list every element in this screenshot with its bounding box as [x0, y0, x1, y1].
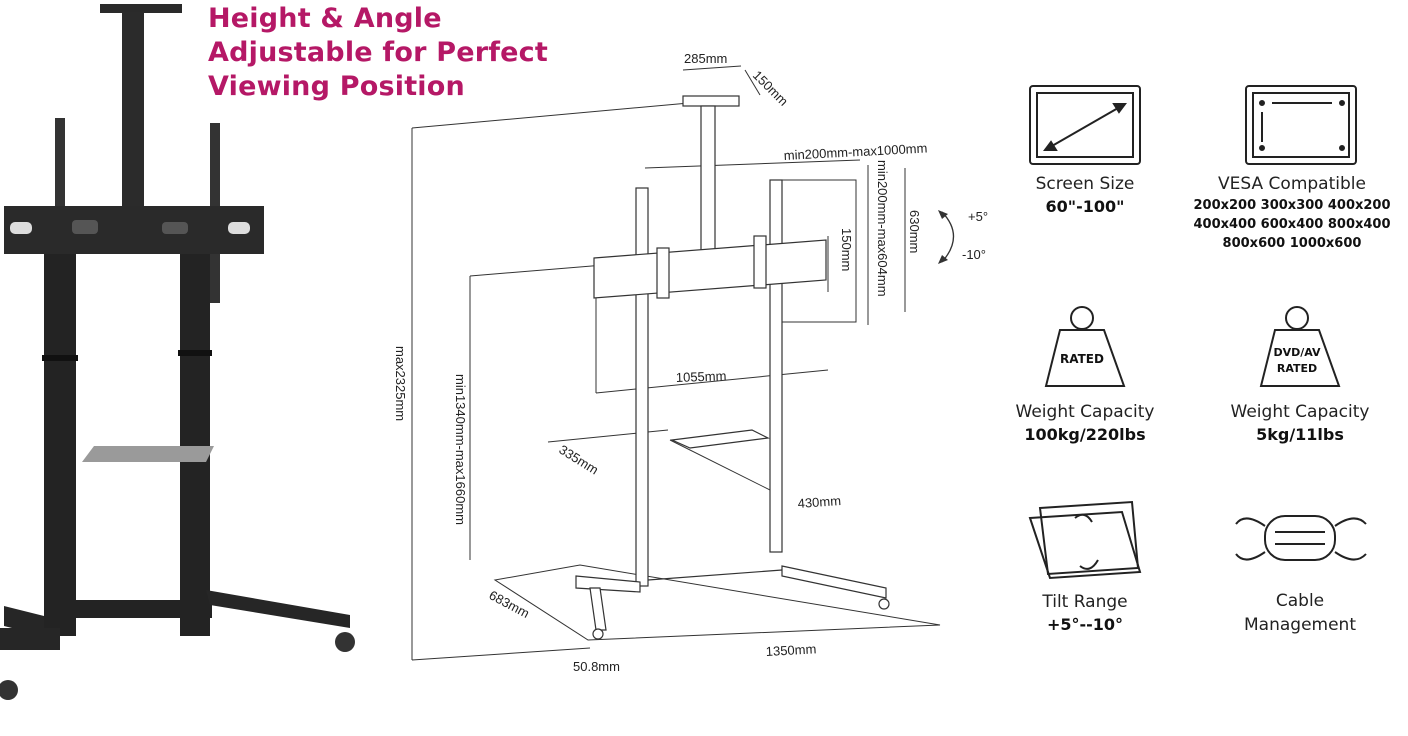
- feature-label: Screen Size: [1035, 174, 1135, 194]
- dim-total-height: max2325mm: [393, 346, 408, 421]
- weight-icon: [1259, 306, 1341, 387]
- dim-shelf-width: 430mm: [797, 493, 841, 511]
- feature-screen-size: Screen Size 60"-100": [1005, 172, 1165, 218]
- headline-line: Height & Angle: [208, 3, 442, 34]
- feature-label: Tilt Range: [1042, 592, 1128, 612]
- feature-weight-capacity: Weight Capacity 100kg/220lbs: [995, 400, 1175, 446]
- dim-center-height: min1340mm-max1660mm: [453, 374, 468, 525]
- dim-base-width: 1350mm: [765, 641, 816, 659]
- dim-top-shelf-width: 285mm: [684, 51, 727, 66]
- dim-bracket-width: 1055mm: [676, 368, 727, 385]
- feature-value-line: 200x200 300x300 400x200: [1193, 198, 1391, 213]
- feature-value: 60"-100": [1045, 197, 1125, 216]
- tilt-icon: [1028, 500, 1142, 580]
- headline-line: Viewing Position: [208, 71, 465, 102]
- dim-tilt-up: +5°: [968, 209, 988, 224]
- feature-tilt-range: Tilt Range +5°--10°: [1005, 590, 1165, 636]
- vesa-icon: [1245, 85, 1357, 165]
- feature-label: Weight Capacity: [1230, 402, 1370, 422]
- product-photo: [0, 4, 355, 700]
- feature-cable-management: Cable Management: [1220, 589, 1380, 637]
- dim-bracket-height: 630mm: [907, 210, 922, 253]
- dim-bracket-inner: 150mm: [839, 228, 854, 271]
- feature-value-line: 800x600 1000x600: [1222, 236, 1362, 251]
- feature-vesa: VESA Compatible 200x200 300x300 400x200 …: [1176, 172, 1408, 253]
- dim-tube-diameter: 50.8mm: [573, 659, 620, 674]
- feature-av-capacity: Weight Capacity 5kg/11lbs: [1210, 400, 1390, 446]
- dvd-av-badge: DVD/AV: [1273, 346, 1321, 359]
- screen-size-icon: [1029, 85, 1141, 165]
- feature-label: Management: [1244, 615, 1356, 635]
- feature-value-line: 400x400 600x400 800x400: [1193, 217, 1391, 232]
- feature-value: +5°--10°: [1046, 615, 1124, 634]
- feature-value: 5kg/11lbs: [1256, 425, 1344, 444]
- cable-icon: [1235, 515, 1367, 561]
- headline-line: Adjustable for Perfect: [208, 37, 548, 68]
- weight-icon: [1044, 306, 1126, 387]
- dimension-drawing: 285mm 150mm min200mm-max1000mm min200mm-…: [393, 51, 988, 674]
- dim-vesa-vertical: min200mm-max604mm: [875, 160, 890, 297]
- feature-label: Cable: [1275, 591, 1325, 611]
- feature-label: Weight Capacity: [1015, 402, 1155, 422]
- feature-label: VESA Compatible: [1218, 174, 1366, 194]
- dvd-av-badge: RATED: [1277, 362, 1317, 375]
- feature-value: 100kg/220lbs: [1024, 425, 1146, 444]
- dim-tilt-down: -10°: [962, 247, 986, 262]
- rated-badge: RATED: [1060, 352, 1104, 366]
- headline: Height & Angle Adjustable for Perfect Vi…: [208, 2, 548, 104]
